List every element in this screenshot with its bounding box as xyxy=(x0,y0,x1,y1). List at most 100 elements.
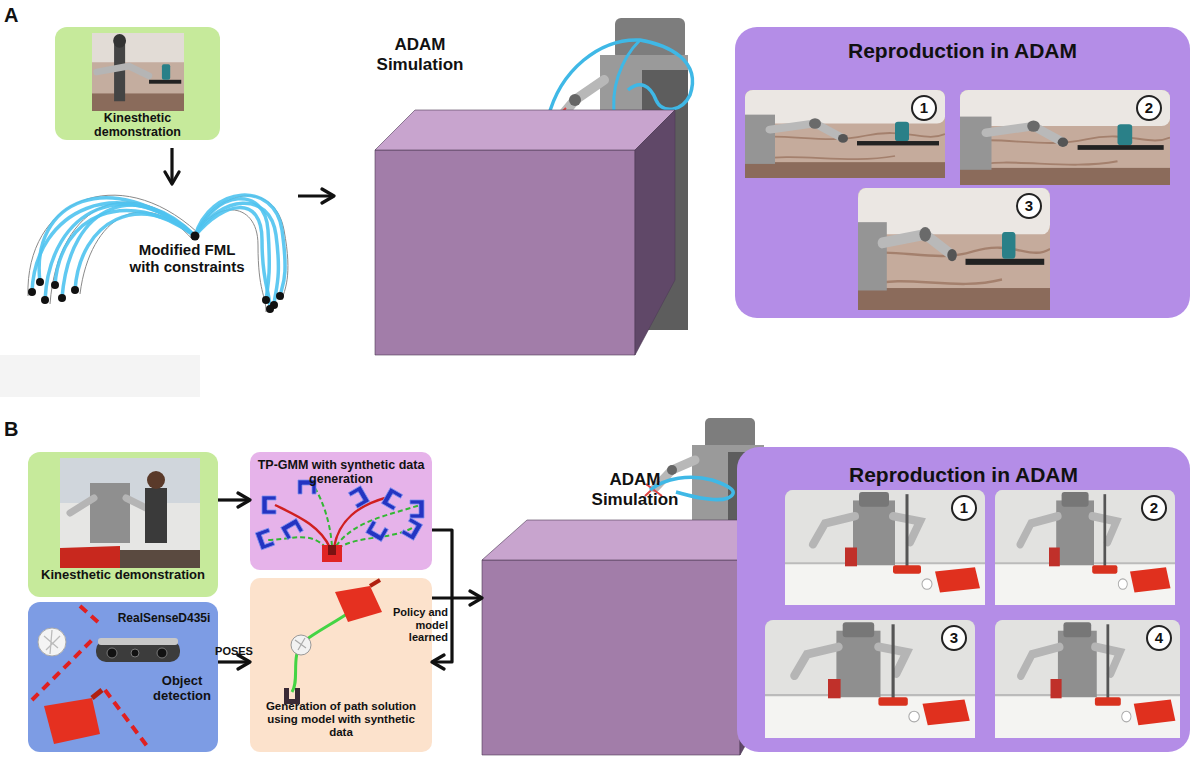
camera-sketch xyxy=(105,690,150,750)
trajectory-plot xyxy=(28,232,284,314)
panel-title: Reproduction in ADAM xyxy=(735,39,1190,63)
demonstration-photo xyxy=(60,33,200,568)
plot-caption: Modified FML with constraints xyxy=(124,241,250,276)
tp-gmm-sketch xyxy=(366,520,389,541)
trajectory-plot xyxy=(58,294,66,302)
simulation-block: ADAM Simulation xyxy=(375,110,675,355)
cuboid-shape xyxy=(375,110,675,355)
path-solution-sketch xyxy=(291,635,311,655)
cuboid-face xyxy=(635,110,675,355)
tp-gmm-sketch xyxy=(268,537,326,548)
tp-gmm-sketch xyxy=(338,528,412,548)
photo-tile: 2 xyxy=(960,90,1170,185)
reproduction-photo xyxy=(765,620,975,738)
panel-divider xyxy=(0,355,200,397)
camera-sketch xyxy=(38,628,66,656)
flow-arrow xyxy=(218,660,250,663)
flow-arrow xyxy=(170,148,173,184)
box-label: RealSenseD435i xyxy=(112,612,216,626)
robot-model xyxy=(614,40,640,118)
camera-sketch xyxy=(96,640,180,662)
process-box: Kinesthetic demonstration xyxy=(28,452,218,597)
box-label: TP-GMM with synthetic data generation xyxy=(255,458,427,487)
path-solution-sketch xyxy=(284,580,382,704)
box-label: Object detection xyxy=(146,674,218,704)
path-solution-sketch xyxy=(295,638,306,650)
trajectory-plot xyxy=(32,195,285,309)
block-title: ADAM Simulation xyxy=(370,35,470,74)
path-solution-sketch xyxy=(284,688,300,704)
box-label: Kinesthetic demonstration xyxy=(32,568,214,583)
trajectory-plot xyxy=(276,292,284,300)
trajectory-plot xyxy=(51,281,59,289)
process-box: TP-GMM with synthetic data generation xyxy=(250,452,432,570)
robot-model xyxy=(615,18,685,60)
process-box: Generation of path solution using model … xyxy=(250,578,432,752)
trajectory-plot xyxy=(28,195,288,312)
tp-gmm-sketch xyxy=(262,496,276,514)
edge-label: Policy and model learned xyxy=(374,606,448,644)
robot-model xyxy=(569,94,581,106)
path-solution-sketch xyxy=(335,586,382,622)
callout-number: 1 xyxy=(911,95,937,121)
camera-sketch xyxy=(44,630,60,654)
photo-tile: 4 xyxy=(995,620,1180,738)
trajectory-plot xyxy=(36,278,44,286)
tp-gmm-sketch xyxy=(315,488,332,546)
trajectory-plot xyxy=(270,301,278,309)
panel-box: Reproduction in ADAM1234 xyxy=(737,447,1190,752)
tp-gmm-sketch xyxy=(322,545,342,562)
flow-arrow xyxy=(432,596,482,599)
trajectory-plot xyxy=(41,296,49,304)
panel-box: Reproduction in ADAM123 xyxy=(735,27,1190,318)
robot-model xyxy=(667,465,677,475)
reproduction-photo xyxy=(858,188,1050,310)
demonstration-photo xyxy=(60,458,200,568)
robot-model xyxy=(548,40,692,118)
process-box: Kinesthetic demonstration xyxy=(55,27,220,140)
trajectory-plot xyxy=(28,195,288,313)
cuboid-face xyxy=(375,150,635,355)
trajectory-plot xyxy=(266,305,274,313)
box-label: Kinesthetic demonstration xyxy=(59,111,216,140)
flow-arrow xyxy=(298,194,334,197)
path-solution-sketch xyxy=(370,580,380,586)
tp-gmm-sketch xyxy=(381,488,402,511)
callout-number: 2 xyxy=(1136,95,1162,121)
cuboid-face xyxy=(375,110,675,150)
trajectory-plot xyxy=(71,286,79,294)
camera-sketch xyxy=(107,648,117,658)
block-title: ADAM Simulation xyxy=(585,470,685,509)
panel-title: Reproduction in ADAM xyxy=(737,463,1190,487)
reproduction-photo xyxy=(745,90,1180,738)
camera-sketch xyxy=(131,649,139,657)
camera-sketch xyxy=(98,638,178,645)
edge-label: POSES xyxy=(210,645,258,658)
camera-sketch xyxy=(32,606,180,750)
robot-model xyxy=(655,460,695,488)
panel-letter: B xyxy=(4,418,34,441)
reproduction-photo xyxy=(960,90,1170,185)
camera-sketch xyxy=(92,690,102,698)
tp-gmm-sketch xyxy=(255,480,424,562)
photo-tile: 2 xyxy=(995,490,1175,605)
demonstration-photo xyxy=(92,33,184,111)
flow-arrow xyxy=(172,148,334,196)
tp-gmm-sketch xyxy=(255,528,274,550)
camera-sketch xyxy=(44,698,100,744)
camera-sketch xyxy=(32,640,92,700)
tp-gmm-sketch xyxy=(275,505,330,548)
trajectory-plot xyxy=(262,296,270,304)
reproduction-photo xyxy=(745,90,945,178)
robot-model xyxy=(705,418,755,450)
tp-gmm-sketch xyxy=(334,498,385,548)
cuboid-face xyxy=(482,560,740,755)
photo-tile: 1 xyxy=(745,90,945,178)
trajectory-plot xyxy=(191,232,200,241)
tp-gmm-sketch xyxy=(401,518,422,541)
tp-gmm-sketch xyxy=(281,518,304,539)
callout-number: 2 xyxy=(1141,495,1167,521)
photo-tile: 1 xyxy=(785,490,985,605)
